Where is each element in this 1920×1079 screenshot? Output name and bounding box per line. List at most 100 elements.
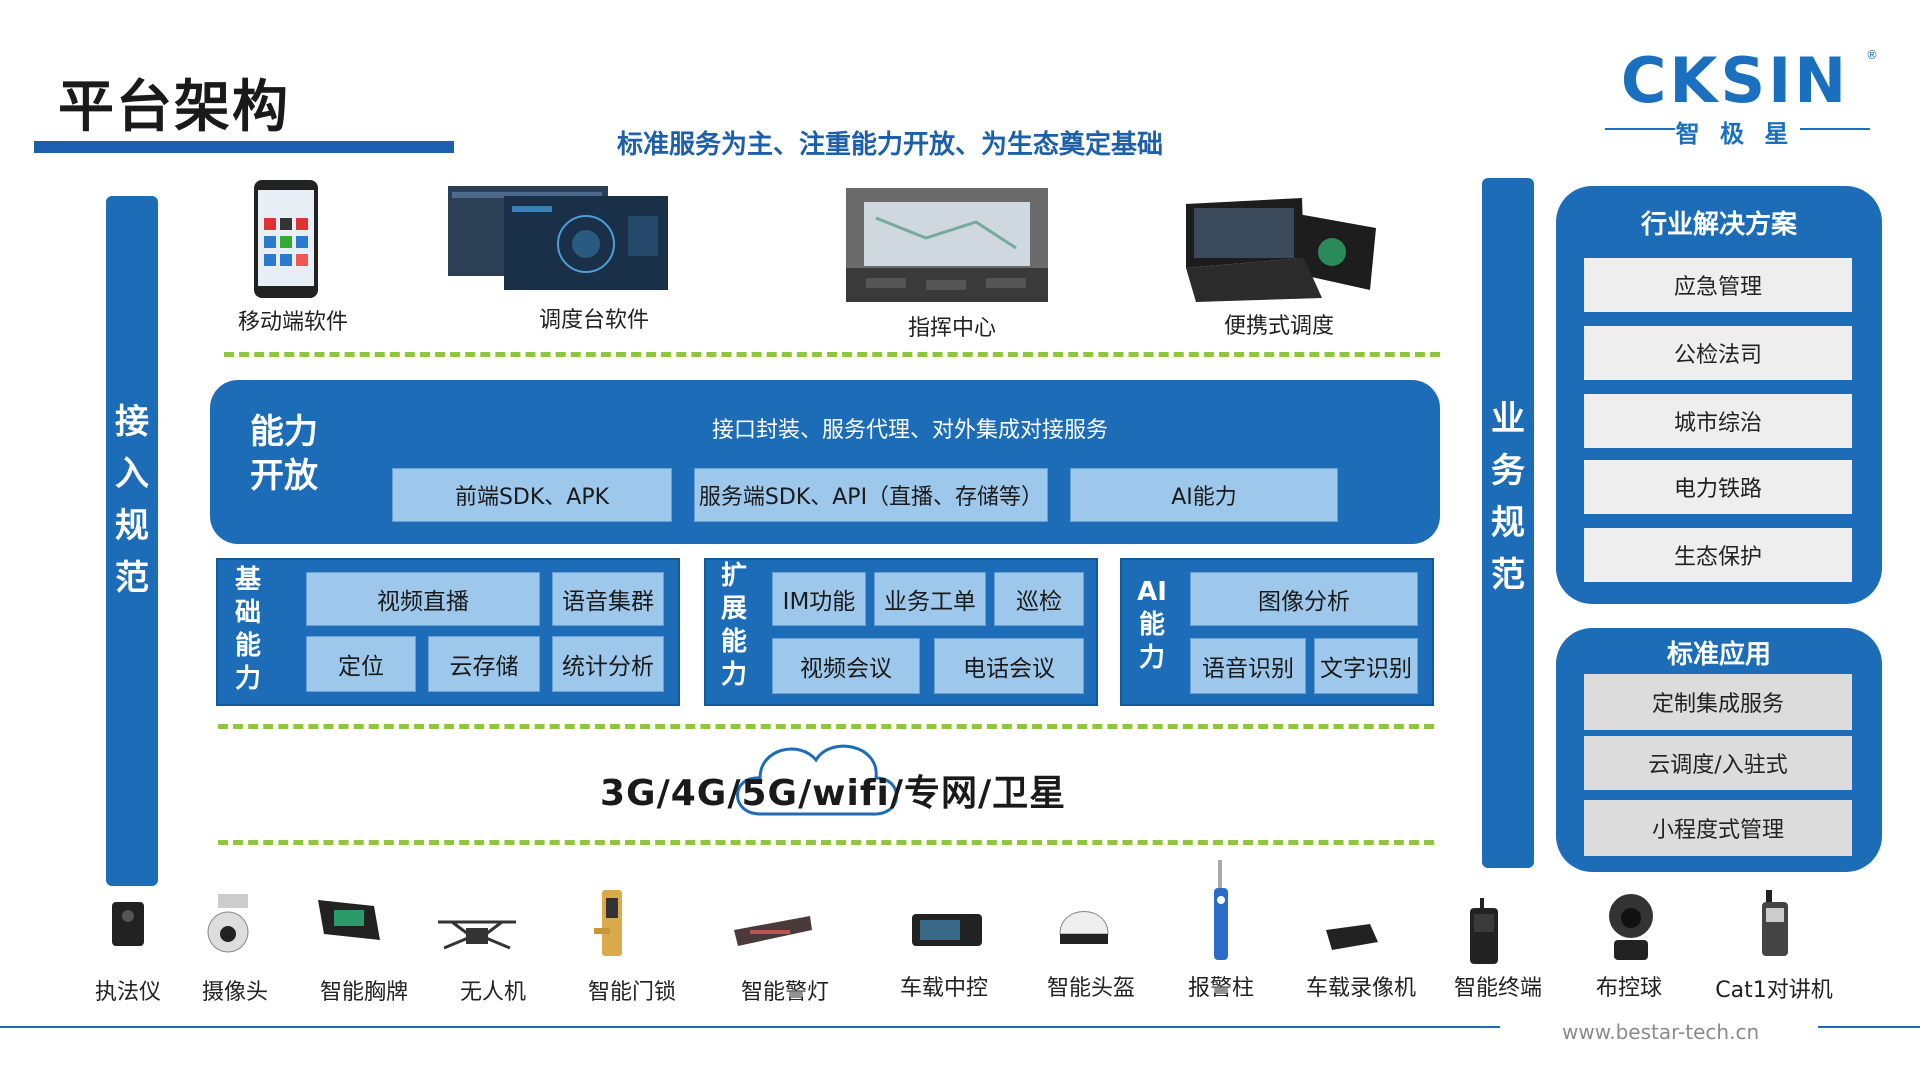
cell-speech-recognition: 语音识别 <box>1190 638 1306 694</box>
footer-line-left <box>0 1026 1500 1028</box>
alarm-pillar-icon <box>1214 860 1228 960</box>
car-recorder-icon <box>1326 924 1378 950</box>
extended-title-char: 力 <box>720 660 747 690</box>
brand-logo: CKSIN <box>1620 44 1850 117</box>
basic-title-char: 能 <box>234 631 261 661</box>
business-standard-pillar: 业 务 规 范 <box>1482 178 1534 868</box>
title-underline <box>34 141 454 153</box>
device-label: 报警柱 <box>1187 976 1254 1001</box>
standard-apps-title: 标准应用 <box>1666 640 1771 670</box>
divider-dashed <box>224 352 1440 357</box>
device-label: 车载中控 <box>899 976 988 1001</box>
capability-open-title-line: 能力 <box>250 412 318 452</box>
basic-title-char: 础 <box>234 598 261 628</box>
standard-app-item: 小程度式管理 <box>1584 800 1852 856</box>
pillar-right-char: 范 <box>1491 555 1525 595</box>
solution-item: 电力铁路 <box>1584 460 1852 514</box>
monitor-icon <box>448 186 668 290</box>
badge-icon <box>318 900 380 940</box>
body-camera-icon <box>112 902 144 946</box>
solution-item: 公检法司 <box>1584 326 1852 380</box>
cell-inspection: 巡检 <box>994 572 1084 626</box>
divider-dashed <box>218 724 1434 729</box>
door-lock-icon <box>594 890 622 956</box>
footer-url[interactable]: www.bestar-tech.cn <box>1562 1020 1760 1044</box>
device-label: 车载录像机 <box>1305 976 1416 1001</box>
server-sdk-api-item: 服务端SDK、API（直播、存储等） <box>694 468 1048 522</box>
extended-title-char: 能 <box>720 627 747 657</box>
capability-open-title-line: 开放 <box>250 456 318 496</box>
pillar-left-char: 范 <box>115 558 149 598</box>
device-label: 智能终端 <box>1453 976 1542 1001</box>
cell-phone-meeting: 电话会议 <box>934 638 1084 694</box>
drone-icon <box>438 920 516 950</box>
device-label: Cat1对讲机 <box>1715 978 1833 1003</box>
cell-video-meeting: 视频会议 <box>772 638 920 694</box>
pillar-left-char: 接 <box>115 402 149 442</box>
handheld-terminal-icon <box>1470 898 1498 964</box>
device-label: 智能门锁 <box>587 980 676 1005</box>
basic-capability-title: 基 础 能 力 <box>230 564 266 696</box>
app-label-portable: 便携式调度 <box>1223 314 1334 339</box>
device-label: 无人机 <box>459 980 526 1005</box>
portable-console-icon <box>1186 198 1376 302</box>
dome-camera-icon <box>207 894 249 953</box>
device-label: 智能头盔 <box>1046 976 1135 1001</box>
cloud-icon <box>736 744 898 816</box>
car-console-icon <box>912 914 982 946</box>
cell-location: 定位 <box>306 636 416 692</box>
sdk-apk-item: 前端SDK、APK <box>392 468 672 522</box>
logo-line-left <box>1605 128 1675 130</box>
device-label: 智能警灯 <box>740 980 829 1005</box>
capability-open-subtitle: 接口封装、服务代理、对外集成对接服务 <box>711 418 1108 443</box>
basic-title-char: 力 <box>234 664 261 694</box>
extended-capability-title: 扩 展 能 力 <box>716 560 752 692</box>
registered-mark: ® <box>1866 48 1878 62</box>
app-label-command: 指挥中心 <box>907 316 996 341</box>
brand-logo-subtitle: 智 极 星 <box>1675 120 1795 148</box>
cell-video-live: 视频直播 <box>306 572 540 626</box>
app-label-mobile: 移动端软件 <box>237 310 348 335</box>
standard-app-item: 定制集成服务 <box>1584 674 1852 730</box>
device-label: 摄像头 <box>201 980 268 1005</box>
solution-item: 城市综治 <box>1584 394 1852 448</box>
capability-open-title: 能力 开放 <box>250 410 330 498</box>
pillar-right-char: 规 <box>1491 503 1525 543</box>
page-title: 平台架构 <box>58 75 290 140</box>
pillar-left-char: 规 <box>115 506 149 546</box>
app-label-dispatch: 调度台软件 <box>538 308 649 333</box>
cell-statistics: 统计分析 <box>552 636 664 692</box>
command-center-icon <box>846 188 1048 302</box>
cell-image-analysis: 图像分析 <box>1190 572 1418 626</box>
ai-capability-title: AI 能 力 <box>1134 576 1170 675</box>
standard-app-item: 云调度/入驻式 <box>1584 736 1852 790</box>
industry-solutions-title: 行业解决方案 <box>1640 210 1797 240</box>
page-subtitle: 标准服务为主、注重能力开放、为生态奠定基础 <box>616 130 1163 160</box>
footer-line-right <box>1818 1026 1920 1028</box>
smartphone-icon <box>254 180 318 298</box>
surveillance-ball-icon <box>1609 894 1653 960</box>
divider-dashed <box>218 840 1434 845</box>
extended-title-char: 展 <box>720 594 747 624</box>
cell-text-recognition: 文字识别 <box>1314 638 1418 694</box>
pillar-right-char: 务 <box>1491 451 1525 491</box>
device-label: 布控球 <box>1595 976 1662 1001</box>
extended-title-char: 扩 <box>720 561 747 591</box>
cell-voice-cluster: 语音集群 <box>552 572 664 626</box>
walkie-talkie-icon <box>1762 890 1788 956</box>
device-label: 执法仪 <box>94 980 161 1005</box>
cell-work-order: 业务工单 <box>874 572 986 626</box>
access-standard-pillar: 接 入 规 范 <box>106 196 158 886</box>
pillar-left-char: 入 <box>115 454 149 494</box>
police-light-icon <box>734 916 812 946</box>
basic-title-char: 基 <box>234 565 261 595</box>
pillar-right-char: 业 <box>1491 399 1525 439</box>
ai-capability-item: AI能力 <box>1070 468 1338 522</box>
network-types: 3G/4G/5G/wifi/专网/卫星 <box>600 773 1067 814</box>
ai-title-char: AI <box>1137 577 1167 607</box>
ai-title-char: 能 <box>1138 610 1165 640</box>
cell-cloud-storage: 云存储 <box>428 636 540 692</box>
cell-im: IM功能 <box>772 572 866 626</box>
logo-line-right <box>1800 128 1870 130</box>
ai-title-char: 力 <box>1138 643 1165 673</box>
